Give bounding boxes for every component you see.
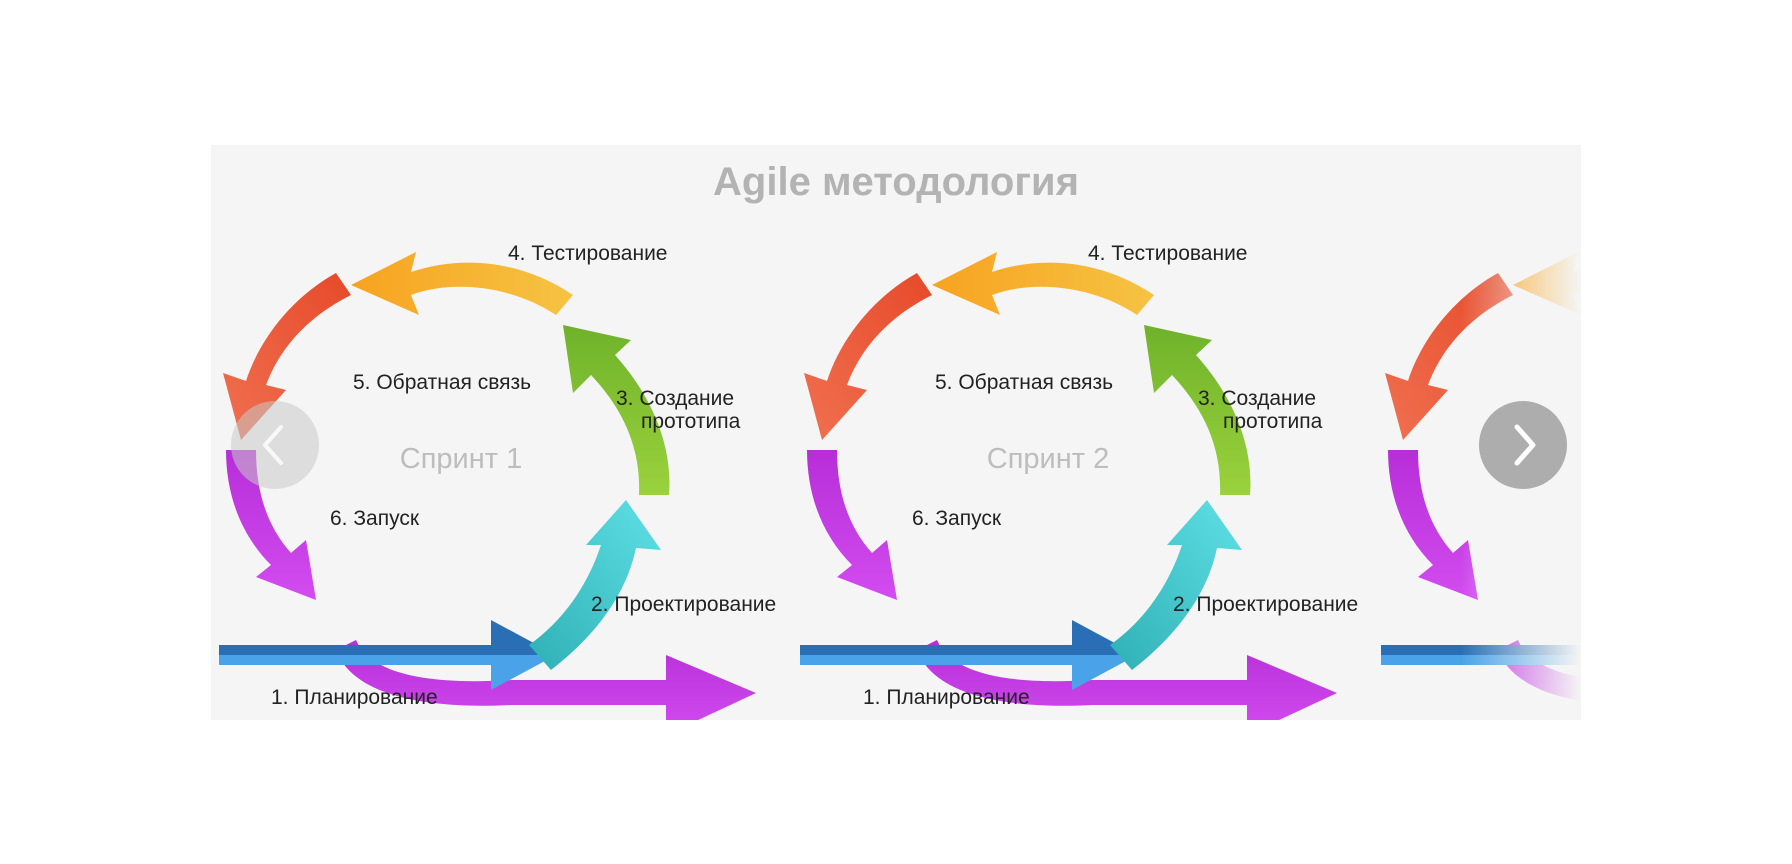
- sprint-2-step-feedback: 5. Обратная связь: [935, 371, 1113, 394]
- sprint-1-step-feedback: 5. Обратная связь: [353, 371, 531, 394]
- sprint-1-step-design: 2. Проектирование: [591, 593, 776, 616]
- sprint-1-step-planning: 1. Планирование: [271, 686, 438, 709]
- sprint-2-step-testing: 4. Тестирование: [1088, 242, 1248, 265]
- sprint-1-step-launch: 6. Запуск: [330, 507, 420, 530]
- sprint-2-step-prototype-2: прототипа: [1223, 410, 1323, 433]
- chevron-left-icon: [263, 425, 283, 465]
- sprint-1-label: Спринт 1: [400, 443, 522, 475]
- sprint-1-step-prototype-2: прототипа: [641, 410, 741, 433]
- sprint-2-step-planning: 1. Планирование: [863, 686, 1030, 709]
- sprint-2-step-launch: 6. Запуск: [912, 507, 1002, 530]
- sprint-2-label: Спринт 2: [987, 443, 1109, 475]
- sprint-1-step-prototype-1: 3. Создание: [616, 387, 734, 410]
- diagram-title: Agile методология: [713, 160, 1079, 204]
- sprint-1-step-testing: 4. Тестирование: [508, 242, 668, 265]
- carousel-prev-button[interactable]: [231, 401, 319, 489]
- agile-diagram: Agile методология Спринт 1 1. Планирован…: [211, 145, 1581, 720]
- sprint-2-step-prototype-1: 3. Создание: [1198, 387, 1316, 410]
- sprint-2-cycle: [800, 252, 1337, 720]
- carousel-next-button[interactable]: [1479, 401, 1567, 489]
- chevron-right-icon: [1514, 424, 1536, 466]
- sprint-2-step-design: 2. Проектирование: [1173, 593, 1358, 616]
